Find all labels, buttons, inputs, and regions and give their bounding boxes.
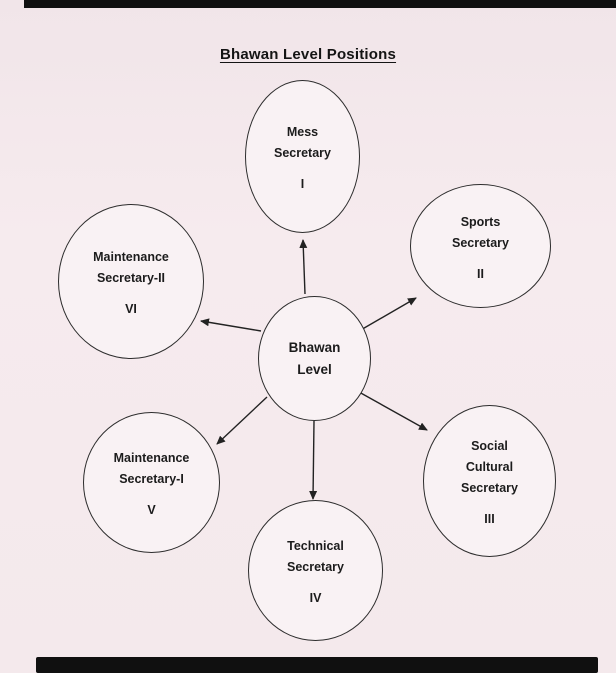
- node-label-line: Sports: [460, 214, 501, 229]
- node-bhawan-level: Bhawan Level: [258, 296, 371, 421]
- node-label-line: Cultural: [465, 460, 514, 474]
- node-label-line: Bhawan: [288, 339, 341, 355]
- node-label: Technical Secretary: [287, 536, 344, 578]
- node-maintenance-secretary-1: Maintenance Secretary-I V: [83, 412, 220, 553]
- node-label: Social Cultural Secretary: [461, 436, 518, 499]
- node-label: Maintenance Secretary-II: [93, 247, 169, 289]
- arrow-center-to-technical: [309, 420, 318, 500]
- scan-edge-bottom-white: [0, 673, 616, 682]
- node-label-line: Secretary: [287, 560, 344, 574]
- arrow-center-to-social: [358, 391, 428, 431]
- node-label-line: Secretary: [452, 235, 509, 250]
- node-maintenance-secretary-2: Maintenance Secretary-II VI: [58, 204, 204, 359]
- arrow-center-to-mess: [299, 239, 308, 295]
- node-technical-secretary: Technical Secretary IV: [248, 500, 383, 641]
- node-mess-secretary: Mess Secretary I: [245, 80, 360, 233]
- node-numeral: V: [147, 503, 156, 517]
- diagram-title: Bhawan Level Positions: [219, 46, 397, 63]
- node-numeral: III: [484, 512, 495, 526]
- node-label-line: Level: [297, 361, 332, 377]
- node-label-line: Maintenance: [113, 451, 190, 465]
- node-label: Bhawan Level: [289, 337, 341, 381]
- node-numeral: II: [477, 266, 484, 281]
- node-label: Sports Secretary: [452, 212, 509, 254]
- scan-edge-top: [24, 0, 616, 8]
- node-social-cultural-secretary: Social Cultural Secretary III: [423, 405, 556, 557]
- node-label-line: Mess: [286, 125, 319, 139]
- arrow-center-to-maintenance2: [200, 318, 262, 332]
- node-label-line: Secretary: [274, 146, 331, 160]
- arrow-center-to-maintenance1: [216, 396, 268, 445]
- node-label: Maintenance Secretary-I: [114, 448, 190, 490]
- node-label-line: Secretary-II: [96, 271, 166, 285]
- node-numeral: VI: [125, 302, 137, 316]
- arrow-center-to-sports: [358, 297, 417, 332]
- node-label-line: Maintenance: [93, 250, 169, 264]
- node-numeral: IV: [309, 591, 322, 605]
- node-label-line: Secretary: [461, 481, 518, 495]
- node-label-line: Social: [471, 439, 508, 453]
- node-numeral: I: [300, 177, 305, 191]
- node-sports-secretary: Sports Secretary II: [410, 184, 551, 308]
- node-label: Mess Secretary: [274, 122, 331, 164]
- node-label-line: Secretary-I: [119, 472, 184, 486]
- scan-edge-bottom: [36, 657, 598, 673]
- node-label-line: Technical: [287, 539, 344, 553]
